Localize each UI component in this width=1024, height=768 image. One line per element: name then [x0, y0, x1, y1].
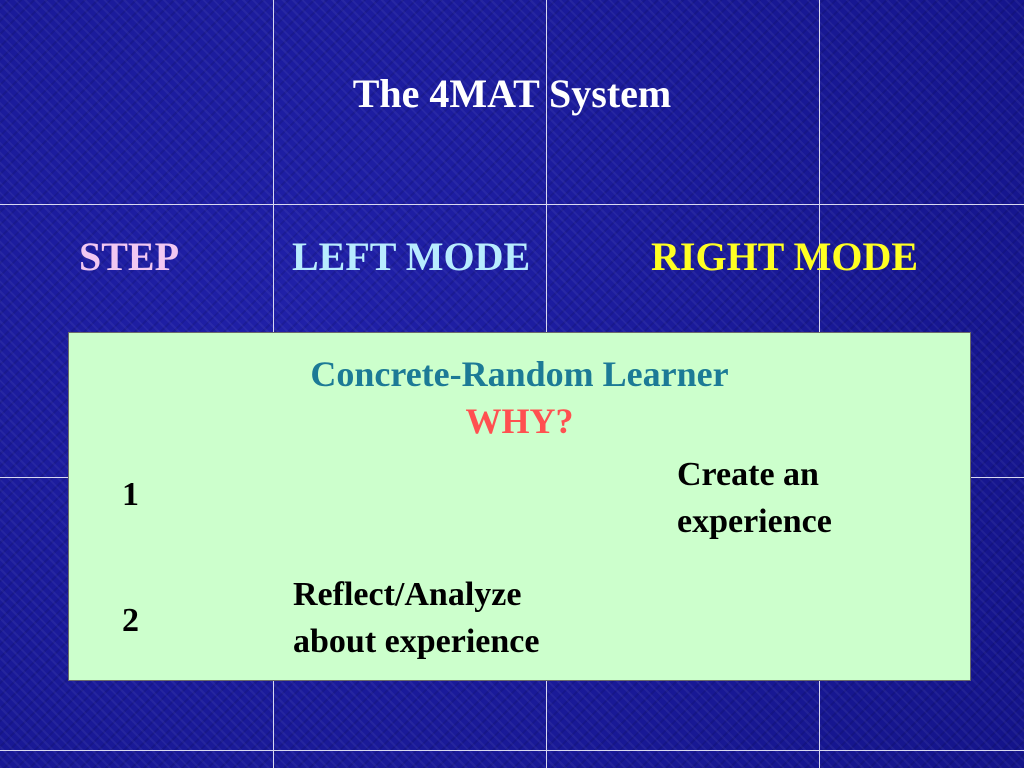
text-line: Reflect/Analyze: [293, 576, 522, 613]
learner-type: Concrete-Random Learner: [310, 354, 729, 394]
step-heading: STEP: [79, 234, 180, 279]
step-number: 1: [122, 476, 139, 513]
text-line: experience: [677, 503, 832, 540]
right-mode-heading: RIGHT MODE: [651, 234, 919, 279]
question-label: WHY?: [465, 401, 574, 441]
step-number: 2: [122, 602, 139, 639]
left-mode-heading: LEFT MODE: [292, 234, 531, 279]
grid-line: [0, 750, 1024, 751]
text-line: Create an: [677, 456, 819, 493]
left-mode-text: Reflect/Analyze about experience: [293, 571, 539, 665]
text-line: about experience: [293, 623, 540, 660]
right-mode-text: Create an experience: [677, 451, 832, 545]
grid-line: [0, 204, 1024, 205]
content-panel: Concrete-Random Learner WHY? 1 Create an…: [68, 332, 971, 681]
slide-title: The 4MAT System: [352, 71, 672, 116]
